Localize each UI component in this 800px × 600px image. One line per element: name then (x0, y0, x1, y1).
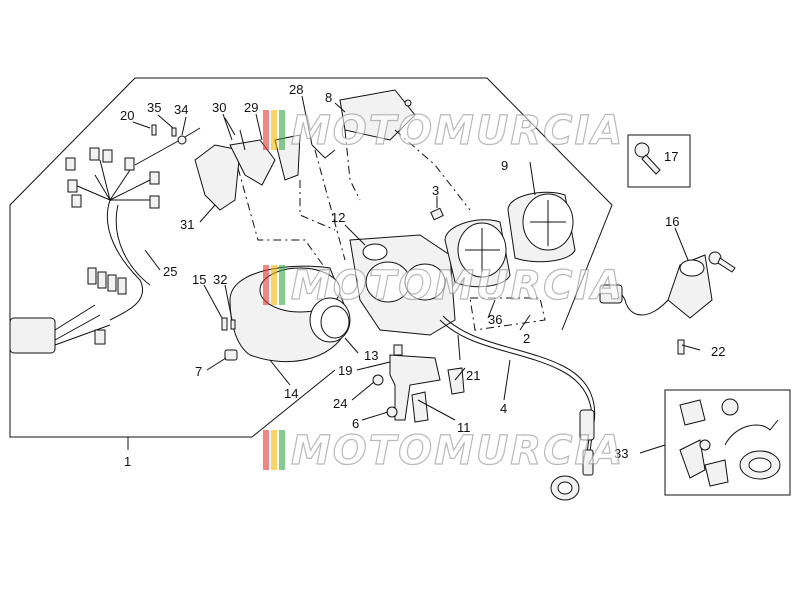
svg-text:MOTOMURCIA: MOTOMURCIA (291, 428, 624, 474)
callout-31: 31 (180, 217, 194, 232)
callout-30: 30 (212, 100, 226, 115)
mount-bracket (389, 354, 441, 421)
watermark: MOTOMURCIA (263, 107, 624, 155)
callout-34: 34 (174, 102, 188, 117)
part-15 (221, 317, 228, 331)
key-17 (634, 142, 661, 175)
callout-28: 28 (289, 82, 303, 97)
callout-2: 2 (523, 331, 530, 346)
ignition-switch (599, 251, 736, 355)
callout-24: 24 (333, 396, 347, 411)
callout-labels: 1 2 3 4 6 7 8 9 11 12 13 14 15 16 17 19 … (120, 82, 725, 469)
wiring-harness (9, 147, 160, 354)
part-3 (430, 207, 444, 221)
callout-36: 36 (488, 312, 502, 327)
callout-21: 21 (466, 368, 480, 383)
key-box (627, 134, 691, 188)
kit-33 (679, 398, 781, 487)
group-frame (9, 77, 613, 438)
callout-29: 29 (244, 100, 258, 115)
callout-22: 22 (711, 344, 725, 359)
switch-housing (194, 144, 241, 211)
switch-bracket (229, 139, 276, 186)
callout-16: 16 (665, 214, 679, 229)
part-34-wire (134, 127, 201, 166)
callout-8: 8 (325, 90, 332, 105)
callout-33: 33 (614, 446, 628, 461)
svg-text:MOTOMURCIA: MOTOMURCIA (291, 263, 624, 309)
gauge-speedometer (444, 219, 511, 288)
callout-17: 17 (664, 149, 678, 164)
callout-12: 12 (331, 210, 345, 225)
callout-6: 6 (352, 416, 359, 431)
callout-14: 14 (284, 386, 298, 401)
callout-4: 4 (500, 401, 507, 416)
bulb-group (469, 297, 546, 331)
svg-text:MOTOMURCIA: MOTOMURCIA (291, 108, 624, 154)
top-plate (339, 89, 416, 141)
part-11 (411, 391, 429, 423)
part-32 (230, 319, 236, 330)
part-7 (224, 349, 238, 361)
callout-25: 25 (163, 264, 177, 279)
callout-11: 11 (457, 420, 471, 435)
callout-9: 9 (501, 158, 508, 173)
watermark: MOTOMURCIA (263, 262, 624, 310)
gauge-tachometer (507, 191, 576, 263)
callout-35: 35 (147, 100, 161, 115)
connector-block (9, 317, 56, 354)
callout-7: 7 (195, 364, 202, 379)
callout-32: 32 (213, 272, 227, 287)
callout-3: 3 (432, 183, 439, 198)
part-20 (151, 124, 157, 136)
callout-1: 1 (124, 454, 131, 469)
leader-lines (132, 95, 701, 421)
callout-19: 19 (338, 363, 352, 378)
part-35 (171, 127, 177, 137)
part-6 (386, 406, 398, 418)
kit-box (664, 389, 791, 496)
callout-13: 13 (364, 348, 378, 363)
watermark: MOTOMURCIA (263, 427, 624, 475)
callout-15: 15 (192, 272, 206, 287)
frame-leader (251, 369, 336, 438)
part-24 (372, 374, 384, 386)
callout-20: 20 (120, 108, 134, 123)
